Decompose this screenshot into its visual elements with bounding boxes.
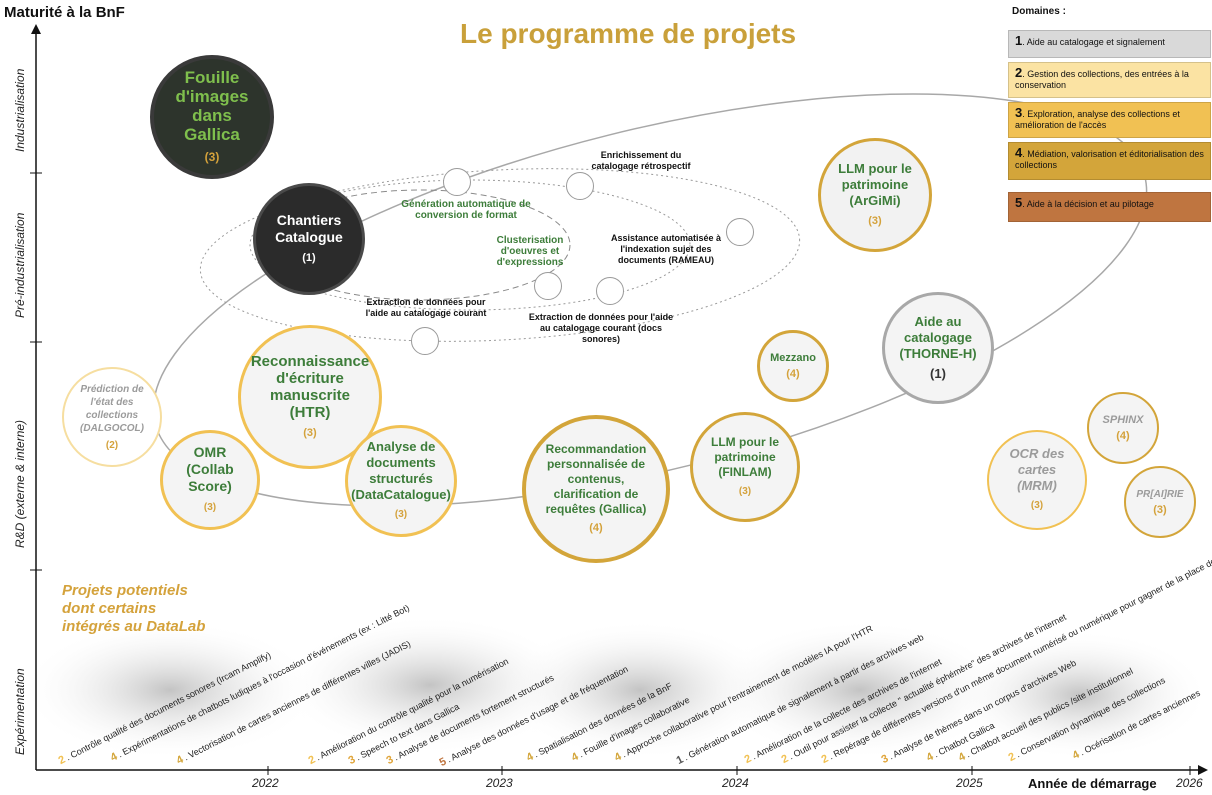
year-label: 2025 bbox=[956, 776, 983, 790]
subproject-marker bbox=[726, 218, 754, 246]
subproject-marker bbox=[534, 272, 562, 300]
domains-legend-title: Domaines : bbox=[1012, 6, 1066, 17]
x-axis-title: Année de démarrage bbox=[1028, 776, 1157, 791]
domain-legend-item: 4. Médiation, valorisation et éditoriali… bbox=[1008, 142, 1211, 180]
bubble-prairie: PR[AI]RIE (3) bbox=[1124, 466, 1196, 538]
bubble-recommandation: Recommandation personnalisée de contenus… bbox=[522, 415, 670, 563]
y-axis-title: Maturité à la BnF bbox=[4, 4, 125, 21]
experimentation-band bbox=[20, 615, 1210, 760]
level-rnd: R&D (externe & interne) bbox=[13, 419, 27, 548]
subproject-marker bbox=[411, 327, 439, 355]
note-rameau: Assistance automatisée à l'indexation su… bbox=[610, 233, 722, 265]
bubble-llm-finlam: LLM pour le patrimoine (FINLAM) (3) bbox=[690, 412, 800, 522]
bubble-dalgocol: Prédiction de l'état des collections (DA… bbox=[62, 367, 162, 467]
bubble-mezzano: Mezzano (4) bbox=[757, 330, 829, 402]
domain-legend-item: 2. Gestion des collections, des entrées … bbox=[1008, 62, 1211, 98]
level-industrialisation: Industrialisation bbox=[13, 68, 27, 152]
chantiers-ellipse-inner bbox=[269, 189, 571, 301]
x-axis-arrow bbox=[1198, 765, 1208, 775]
y-axis-arrow bbox=[31, 24, 41, 34]
subproject-marker bbox=[443, 168, 471, 196]
bubble-ocr-cartes-mrm: OCR des cartes (MRM) (3) bbox=[987, 430, 1087, 530]
level-pre-industrialisation: Pré-industrialisation bbox=[13, 212, 27, 318]
potential-projects-title: Projets potentiels dont certains intégré… bbox=[62, 582, 206, 635]
year-label: 2024 bbox=[722, 776, 749, 790]
year-label: 2023 bbox=[486, 776, 513, 790]
note-generation-format: Génération automatique de conversion de … bbox=[401, 199, 531, 221]
subproject-marker bbox=[596, 277, 624, 305]
domain-legend-item: 5. Aide à la décision et au pilotage bbox=[1008, 192, 1211, 222]
domain-legend-item: 3. Exploration, analyse des collections … bbox=[1008, 102, 1211, 138]
note-enrichissement: Enrichissement du catalogage rétrospecti… bbox=[591, 150, 691, 171]
level-experimentation: Expérimentation bbox=[13, 668, 27, 755]
bubble-thorne: Aide au catalogage (THORNE-H) (1) bbox=[882, 292, 994, 404]
chantiers-ellipse-outer bbox=[199, 168, 801, 342]
bubble-omr: OMR (Collab Score) (3) bbox=[160, 430, 260, 530]
bubble-sphinx: SPHINX (4) bbox=[1087, 392, 1159, 464]
subproject-marker bbox=[566, 172, 594, 200]
bubble-chantiers-catalogue: Chantiers Catalogue (1) bbox=[253, 183, 365, 295]
year-label: 2022 bbox=[252, 776, 279, 790]
note-extraction: Extraction de données pour l'aide au cat… bbox=[365, 297, 487, 318]
year-label: 2026 bbox=[1176, 776, 1203, 790]
bubble-llm-argimi: LLM pour le patrimoine (ArGiMi) (3) bbox=[818, 138, 932, 252]
bubble-datacatalogue: Analyse de documents structurés (DataCat… bbox=[345, 425, 457, 537]
note-extraction-sonores: Extraction de données pour l'aide au cat… bbox=[528, 312, 674, 344]
page-title: Le programme de projets bbox=[460, 18, 797, 49]
note-clusterisation: Clusterisation d'oeuvres et d'expression… bbox=[496, 235, 564, 268]
bubble-fouille-images: Fouille d'images dans Gallica (3) bbox=[150, 55, 274, 179]
domain-legend-item: 1. Aide au catalogage et signalement bbox=[1008, 30, 1211, 58]
